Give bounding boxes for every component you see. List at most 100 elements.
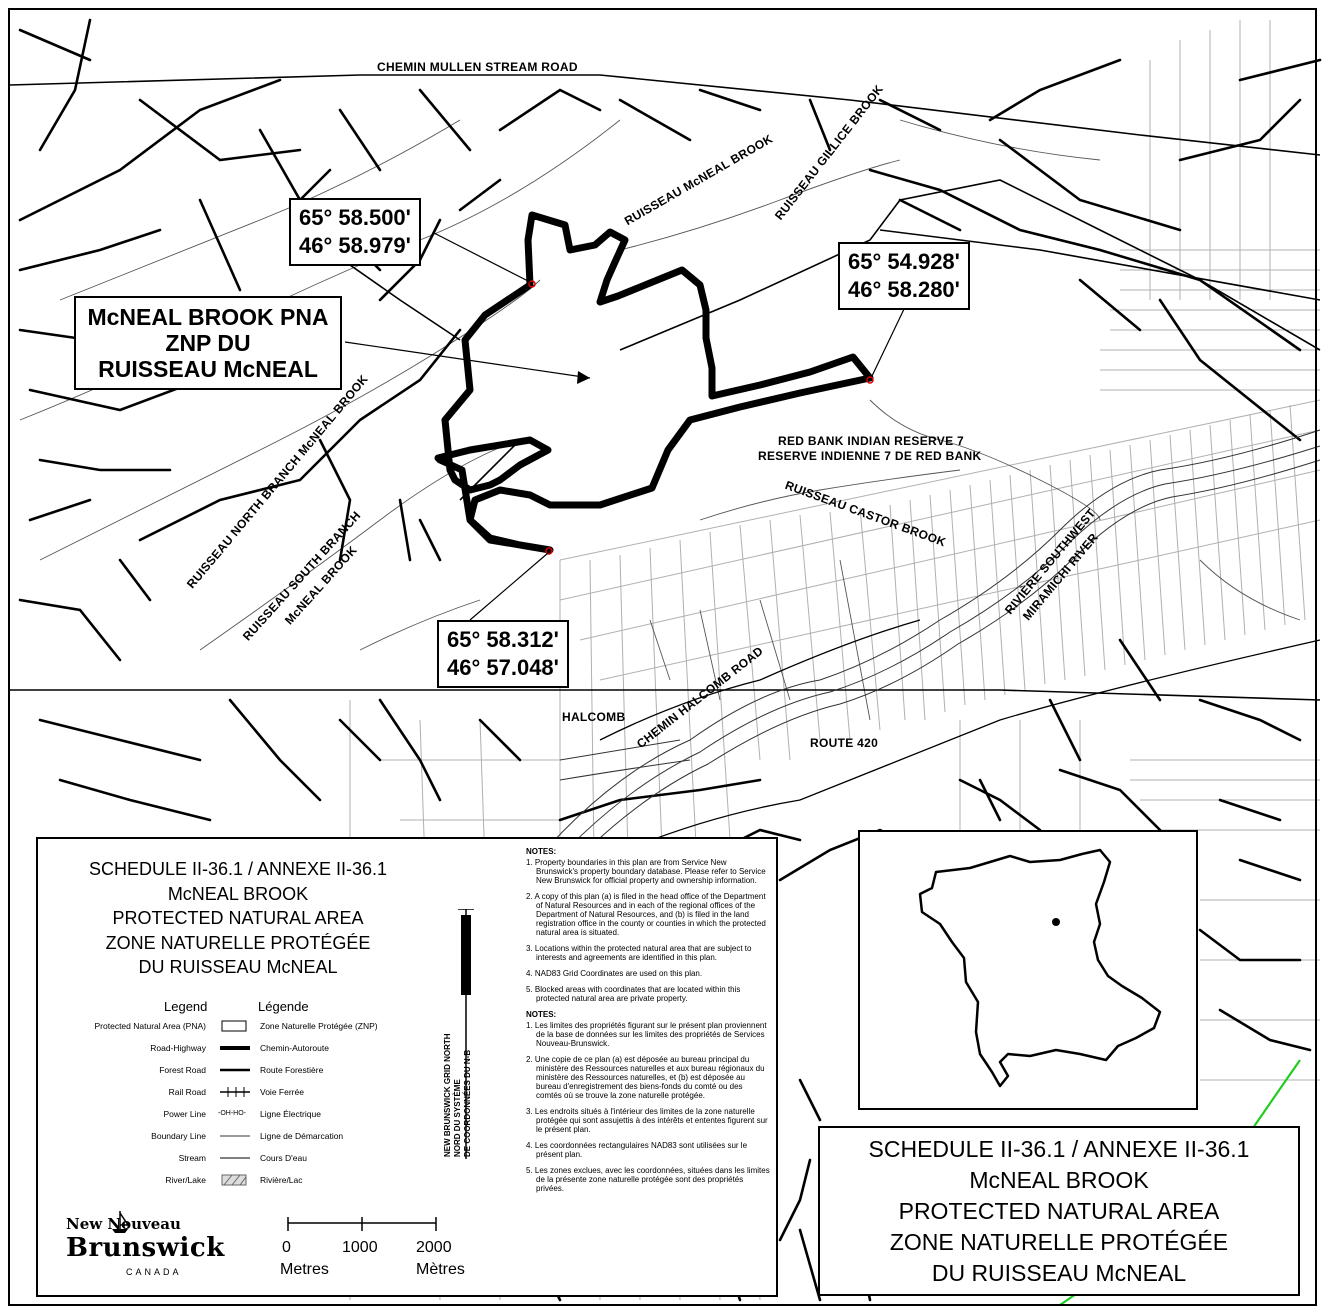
legend-label-fr: Route Forestière: [260, 1065, 324, 1075]
legend-heading-en: Legend: [164, 999, 208, 1014]
map-frame: [8, 8, 1317, 1306]
title-line: McNEAL BROOK: [969, 1167, 1149, 1193]
route-420: [559, 619, 1321, 881]
legend-symbol: [218, 1085, 252, 1099]
longitude: 65° 58.500': [299, 205, 411, 230]
north-arrow-icon: [458, 909, 474, 1159]
notes-fr: 1. Les limites des propriétés figurant s…: [526, 1021, 770, 1193]
coordinate-box-northwest: 65° 58.500' 46° 58.979': [289, 198, 421, 266]
longitude: 65° 58.312': [447, 627, 559, 652]
place-label-reserve-2: RESERVE INDIENNE 7 DE RED BANK: [758, 449, 982, 463]
schedule-title-line: DU RUISSEAU McNEAL: [138, 957, 338, 977]
pna-label-line-1: McNEAL BROOK PNA: [87, 304, 329, 330]
note-item: 3. Locations within the protected natura…: [526, 944, 752, 962]
new-brunswick-logo: New Nouveau Brunswick CANADA: [62, 1209, 242, 1281]
legend-panel: SCHEDULE II-36.1 / ANNEXE II-36.1 McNEAL…: [36, 837, 778, 1297]
major-roads: [9, 74, 1321, 701]
legend-label-en: Forest Road: [159, 1065, 206, 1075]
coordinate-box-south: 65° 58.312' 46° 57.048': [437, 620, 569, 688]
pna-arrow-head: [577, 371, 590, 384]
legend-row: Power Line -OH-HO- Ligne Électrique: [38, 1105, 438, 1125]
legend-symbol: [218, 1173, 252, 1187]
legend-label-fr: Ligne Électrique: [260, 1109, 321, 1119]
longitude: 65° 54.928': [848, 249, 960, 274]
latitude: 46° 58.280': [848, 277, 960, 302]
legend-label-fr: Cours D'eau: [260, 1153, 307, 1163]
river-southwest-miramichi: [519, 429, 1321, 901]
legend-symbol: -OH-HO-: [218, 1110, 246, 1117]
road-label-mullen: CHEMIN MULLEN STREAM ROAD: [377, 60, 578, 74]
notes-en: 1. Property boundaries in this plan are …: [526, 858, 770, 1003]
legend-label-fr: Rivière/Lac: [260, 1175, 303, 1185]
title-line: DU RUISSEAU McNEAL: [931, 1260, 1187, 1286]
note-item: 4. Les coordonnées rectangulaires NAD83 …: [526, 1141, 748, 1159]
place-label-halcomb: HALCOMB: [562, 710, 626, 724]
ship-icon: [112, 1211, 130, 1233]
logo-line-3: CANADA: [126, 1267, 182, 1277]
title-block: SCHEDULE II-36.1 / ANNEXE II-36.1 McNEAL…: [818, 1126, 1300, 1296]
legend-row: Rail Road Voie Ferrée: [38, 1083, 438, 1103]
legend-label-en: Stream: [178, 1153, 206, 1163]
note-item: 2. Une copie de ce plan (a) est déposée …: [526, 1055, 765, 1100]
legend-label-fr: Chemin-Autoroute: [260, 1043, 329, 1053]
legend-row: River/Lake Rivière/Lac: [38, 1171, 438, 1191]
title-line: PROTECTED NATURAL AREA: [898, 1198, 1220, 1224]
place-label-reserve-1: RED BANK INDIAN RESERVE 7: [778, 434, 964, 448]
legend-label-fr: Voie Ferrée: [260, 1087, 304, 1097]
legend-symbol: [218, 1129, 252, 1143]
legend-label-fr: Zone Naturelle Protégée (ZNP): [260, 1021, 378, 1031]
schedule-title-line: PROTECTED NATURAL AREA: [112, 908, 364, 928]
notes-heading-fr: NOTES:: [526, 1010, 557, 1019]
pna-boundary: [434, 211, 874, 554]
schedule-title-line: ZONE NATURELLE PROTÉGÉE: [105, 932, 371, 953]
logo-line-2: Brunswick: [66, 1233, 225, 1263]
scale-tick-2000: 2000: [416, 1239, 452, 1256]
north-label-line: NEW BRUNSWICK GRID NORTH: [443, 1033, 452, 1157]
scale-tick-1000: 1000: [342, 1239, 378, 1256]
schedule-title-line: SCHEDULE II-36.1 / ANNEXE II-36.1: [88, 859, 388, 879]
logo-line-1: New Nouveau: [66, 1215, 181, 1233]
latitude: 46° 58.979': [299, 233, 411, 258]
legend-row: Road-Highway Chemin-Autoroute: [38, 1039, 438, 1059]
north-label-line: DE COORDONNÉES DU N-B: [463, 1049, 472, 1157]
legend-label-en: Rail Road: [168, 1087, 206, 1097]
legend-row: Forest Road Route Forestière: [38, 1061, 438, 1081]
note-item: 1. Property boundaries in this plan are …: [526, 858, 766, 885]
north-label-line: NORD DU SYSTÈME: [453, 1079, 462, 1157]
note-item: 1. Les limites des propriétés figurant s…: [526, 1021, 767, 1048]
legend-label-en: Road-Highway: [150, 1043, 206, 1053]
location-dot: [1052, 918, 1060, 926]
notes-block: NOTES: 1. Property boundaries in this pl…: [526, 847, 770, 1200]
leader-lines: [344, 232, 906, 621]
legend-row: Protected Natural Area (PNA) Zone Naturel…: [38, 1017, 438, 1037]
scale-bar-graphic: [287, 1217, 437, 1231]
legend-row: Stream Cours D'eau: [38, 1149, 438, 1169]
north-arrow-label: NEW BRUNSWICK GRID NORTH NORD DU SYSTÈME…: [443, 917, 473, 1157]
legend-heading-fr: Légende: [258, 999, 309, 1014]
scale-unit-en: Metres: [280, 1261, 329, 1278]
scale-unit-fr: Mètres: [416, 1261, 465, 1278]
scale-tick-0: 0: [282, 1239, 291, 1256]
legend-label-en: Boundary Line: [151, 1131, 206, 1141]
legend-label-en: Protected Natural Area (PNA): [94, 1021, 207, 1031]
notes-heading-en: NOTES:: [526, 847, 557, 856]
schedule-title: SCHEDULE II-36.1 / ANNEXE II-36.1 McNEAL…: [38, 857, 438, 980]
legend-symbol: [218, 1063, 252, 1077]
road-label-route-420: ROUTE 420: [810, 736, 879, 750]
legend-label-en: Power Line: [163, 1109, 206, 1119]
coordinate-markers: [528, 280, 874, 555]
legend-row: Boundary Line Ligne de Démarcation: [38, 1127, 438, 1147]
pna-name-label: McNEAL BROOK PNA ZNP DU RUISSEAU McNEAL: [74, 296, 342, 390]
legend-label-fr: Ligne de Démarcation: [260, 1131, 344, 1141]
title-line: ZONE NATURELLE PROTÉGÉE: [889, 1229, 1229, 1255]
note-item: 2. A copy of this plan (a) is filed in t…: [526, 892, 766, 937]
scale-bar: 0 1000 2000 Metres Mètres: [280, 1215, 486, 1285]
coordinate-box-east: 65° 54.928' 46° 58.280': [838, 242, 970, 310]
legend-symbol: [218, 1019, 252, 1033]
new-brunswick-outline: [918, 848, 1162, 1088]
schedule-title-line: McNEAL BROOK: [167, 883, 309, 904]
legend-label-en: River/Lake: [165, 1175, 206, 1185]
pna-label-line-3: RUISSEAU McNEAL: [98, 356, 318, 382]
title-line: SCHEDULE II-36.1 / ANNEXE II-36.1: [868, 1136, 1250, 1162]
legend-symbol: [218, 1151, 252, 1165]
